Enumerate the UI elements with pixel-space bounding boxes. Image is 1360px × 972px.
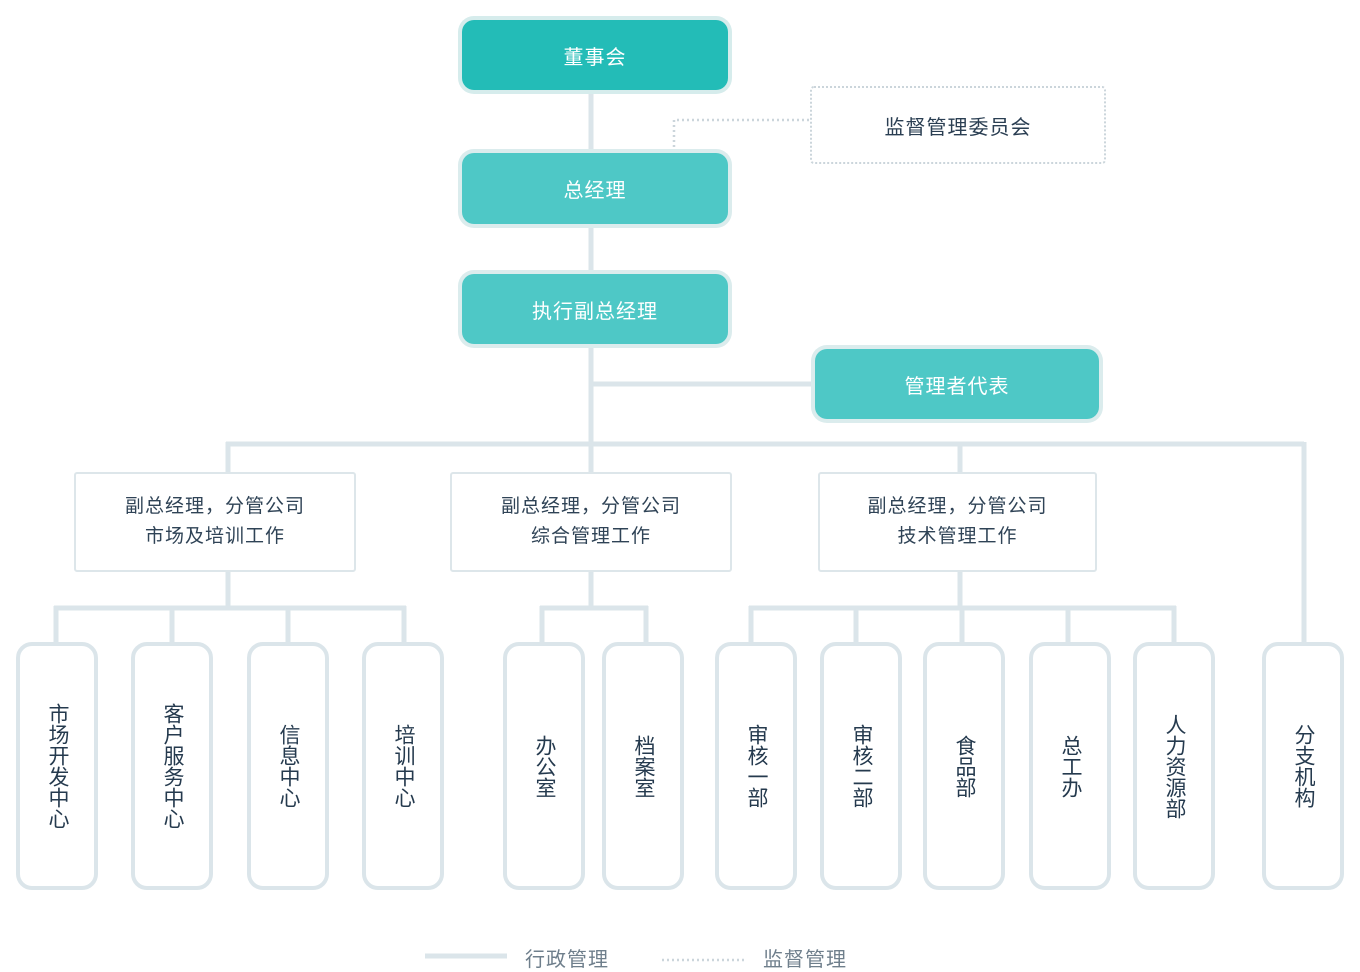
dept-audit-two-label: 审核二部 bbox=[850, 724, 873, 808]
supervision-link bbox=[672, 118, 810, 152]
mgmt-representative-node: 管理者代表 bbox=[815, 349, 1099, 419]
vice-manager-tech-line1: 副总经理，分管公司 bbox=[867, 496, 1048, 517]
dept-information-center: 信息中心 bbox=[247, 642, 329, 890]
dept-office: 办公室 bbox=[503, 642, 585, 890]
dept-training-center-label: 培训中心 bbox=[392, 724, 415, 808]
dept-market-development: 市场开发中心 bbox=[16, 642, 98, 890]
dept-training-center: 培训中心 bbox=[362, 642, 444, 890]
dept-archives-label: 档案室 bbox=[632, 734, 655, 798]
legend-supervision-label: 监督管理 bbox=[763, 949, 847, 971]
dept-branches-label: 分支机构 bbox=[1292, 724, 1315, 808]
dept-chief-engineer-office-label: 总工办 bbox=[1059, 734, 1082, 798]
vice-manager-admin-line1: 副总经理，分管公司 bbox=[500, 496, 681, 517]
vice-manager-tech-line2: 技术管理工作 bbox=[897, 526, 1018, 547]
dept-food-label: 食品部 bbox=[953, 734, 976, 798]
supervision-committee-label: 监督管理委员会 bbox=[884, 116, 1032, 139]
dept-human-resources-label: 人力资源部 bbox=[1163, 713, 1186, 819]
dept-audit-one-label: 审核一部 bbox=[745, 724, 768, 808]
vice-manager-tech-node: 副总经理，分管公司 技术管理工作 bbox=[818, 472, 1097, 572]
vice-manager-market-node: 副总经理，分管公司 市场及培训工作 bbox=[74, 472, 356, 572]
board-node: 董事会 bbox=[462, 20, 728, 90]
board-label: 董事会 bbox=[563, 46, 627, 69]
general-manager-label: 总经理 bbox=[563, 180, 627, 202]
dept-food: 食品部 bbox=[923, 642, 1005, 890]
dept-audit-one: 审核一部 bbox=[715, 642, 797, 890]
vice-manager-admin-node: 副总经理，分管公司 综合管理工作 bbox=[450, 472, 732, 572]
dept-audit-two: 审核二部 bbox=[820, 642, 902, 890]
general-manager-node: 总经理 bbox=[462, 153, 728, 224]
vice-manager-admin-line2: 综合管理工作 bbox=[530, 526, 651, 547]
dept-customer-service: 客户服务中心 bbox=[131, 642, 213, 890]
dept-office-label: 办公室 bbox=[533, 734, 556, 798]
dept-market-development-label: 市场开发中心 bbox=[46, 703, 69, 829]
mgmt-representative-label: 管理者代表 bbox=[904, 375, 1010, 398]
vice-manager-market-line1: 副总经理，分管公司 bbox=[124, 496, 305, 517]
dept-information-center-label: 信息中心 bbox=[277, 724, 300, 808]
dept-customer-service-label: 客户服务中心 bbox=[161, 703, 184, 829]
exec-vice-gm-label: 执行副总经理 bbox=[532, 300, 658, 323]
legend-admin-label: 行政管理 bbox=[525, 949, 609, 971]
exec-vice-gm-node: 执行副总经理 bbox=[462, 274, 728, 344]
supervision-committee-node: 监督管理委员会 bbox=[810, 86, 1106, 164]
dept-human-resources: 人力资源部 bbox=[1133, 642, 1215, 890]
dept-archives: 档案室 bbox=[602, 642, 684, 890]
vice-manager-market-line2: 市场及培训工作 bbox=[144, 526, 285, 547]
dept-branches: 分支机构 bbox=[1262, 642, 1344, 890]
dept-chief-engineer-office: 总工办 bbox=[1029, 642, 1111, 890]
